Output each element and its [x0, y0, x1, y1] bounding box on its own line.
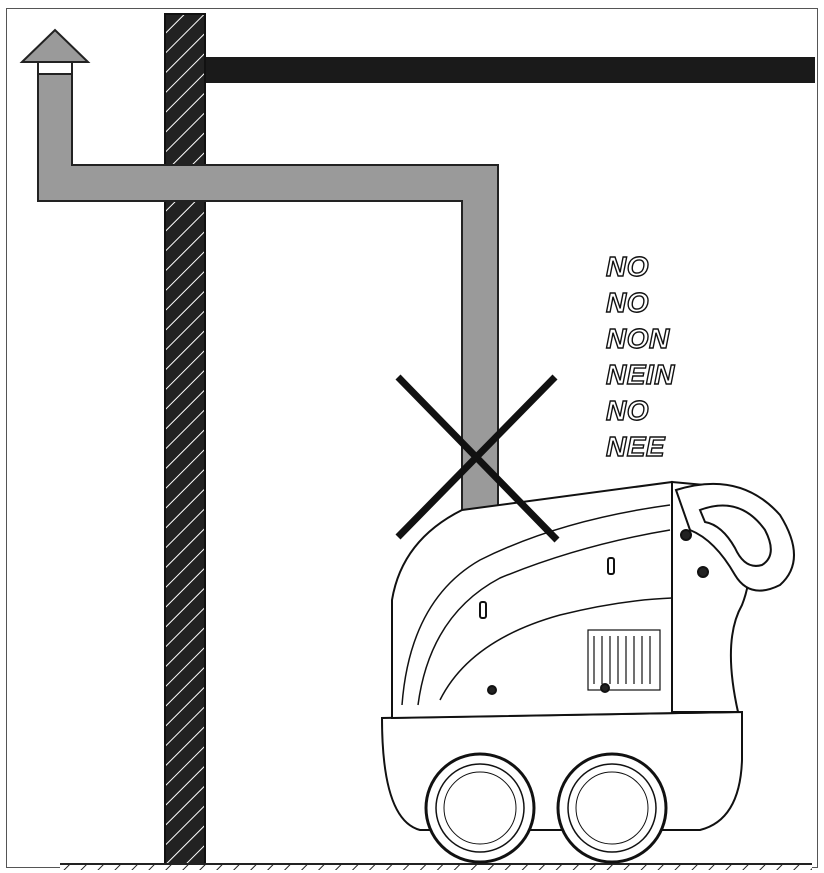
cross-mark-icon: [395, 374, 560, 543]
warning-label: NON: [606, 323, 670, 354]
warning-label: NO: [606, 251, 649, 282]
arrow-up-icon: [19, 28, 91, 63]
warning-label: NEE: [606, 431, 666, 462]
ceiling-beam: [205, 57, 815, 83]
pressure-washer: [380, 480, 795, 864]
warning-label: NEIN: [606, 359, 675, 390]
wheel-left: [424, 752, 536, 864]
warning-label: NO: [606, 287, 649, 318]
flue-pipe: [37, 71, 499, 511]
wheel-right: [556, 752, 668, 864]
wall-pillar: [164, 13, 206, 867]
floor: [60, 864, 812, 870]
warning-text-stack: NO NO NON NEIN NO NEE: [605, 250, 675, 462]
vent-grille: [587, 629, 661, 691]
warning-label: NO: [606, 395, 649, 426]
